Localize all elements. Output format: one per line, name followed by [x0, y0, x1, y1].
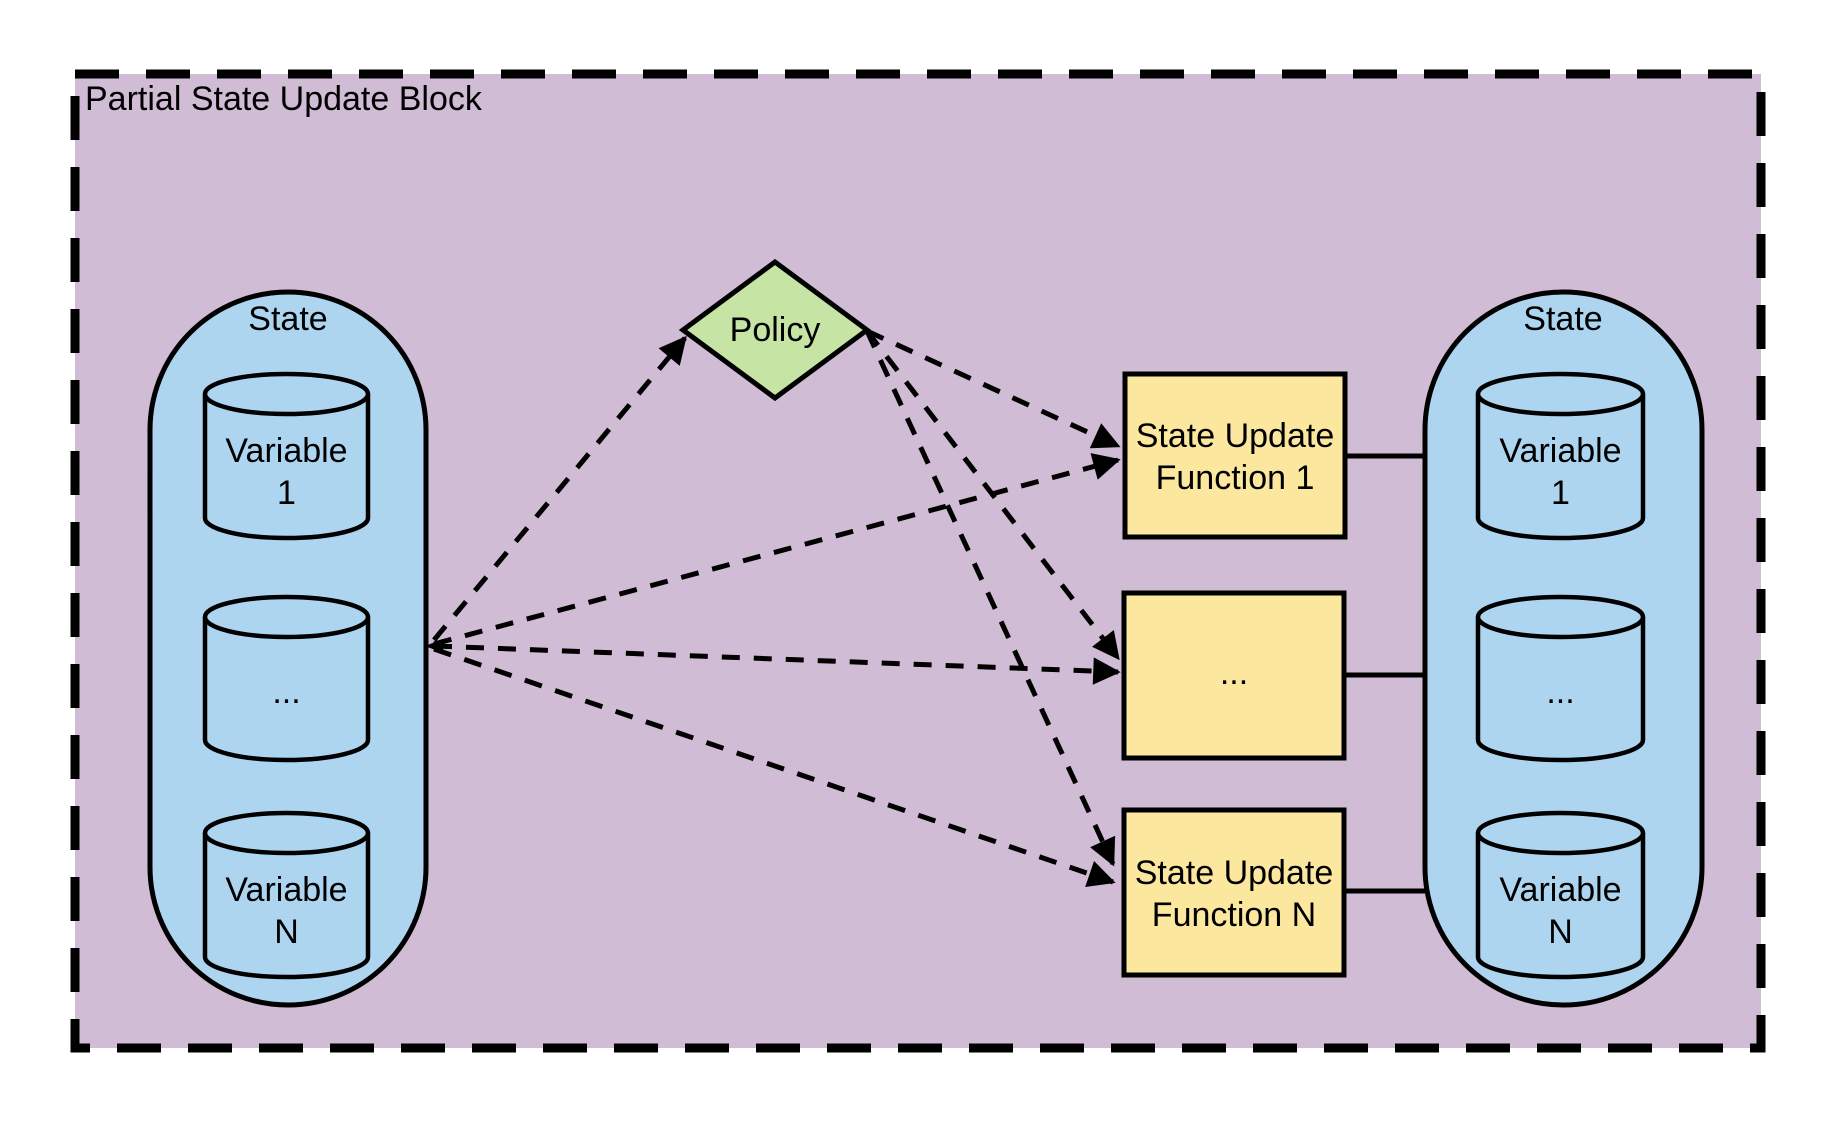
left-state-group: State Variable 1 ... Variable N	[147, 289, 429, 1008]
cylinder-top	[1475, 594, 1646, 640]
arrow-state-to-function-1	[433, 453, 1121, 647]
cylinder-body	[1475, 617, 1646, 763]
state-output-arrows	[425, 335, 1121, 887]
cylinder-body	[1475, 833, 1646, 980]
cylinder-body	[1475, 394, 1646, 541]
right-variable-n-cylinder: Variable N	[1475, 810, 1646, 980]
cylinder-body	[202, 617, 371, 763]
cylinder-body	[202, 833, 371, 980]
update-function-ellipsis-box	[1121, 590, 1347, 761]
cylinder-top	[202, 810, 371, 856]
arrow-policy-to-function-1	[865, 328, 1121, 449]
block-title: Partial State Update Block	[85, 80, 483, 118]
left-variable-n-cylinder: Variable N	[202, 810, 371, 980]
right-state-label: State	[1523, 300, 1602, 338]
cylinder-top	[1475, 810, 1646, 856]
right-state-group: State Variable 1 ... Variable N	[1422, 289, 1705, 1008]
cylinder-top	[1475, 371, 1646, 417]
update-function-1-box	[1122, 371, 1348, 540]
right-variable-1-cylinder: Variable 1	[1475, 371, 1646, 541]
update-function-1-group: State Update Function 1	[1122, 371, 1348, 540]
policy-label: Policy	[730, 311, 821, 349]
left-variable-n-label-line1: Variable	[225, 871, 347, 909]
right-variable-n-label-line2: N	[1548, 913, 1573, 951]
update-function-n-group: State Update Function N	[1121, 807, 1347, 978]
arrow-state-to-policy	[432, 335, 687, 642]
cylinder-top	[202, 371, 371, 417]
arrow-policy-to-function-ellipsis	[865, 329, 1120, 661]
update-function-1-label-line1: State Update	[1136, 417, 1334, 455]
update-function-n-label-line2: Function N	[1152, 896, 1316, 934]
update-function-n-label-line1: State Update	[1135, 854, 1333, 892]
right-variable-ellipsis-cylinder: ...	[1475, 594, 1646, 763]
left-state-label: State	[248, 300, 327, 338]
arrow-state-to-function-n	[433, 646, 1116, 887]
left-variable-1-cylinder: Variable 1	[202, 371, 371, 541]
update-function-1-label-line2: Function 1	[1156, 459, 1315, 497]
right-variable-n-label-line1: Variable	[1499, 871, 1621, 909]
left-variable-ellipsis-label: ...	[272, 673, 300, 711]
update-function-n-box	[1121, 807, 1347, 978]
left-variable-1-label-line1: Variable	[225, 432, 347, 470]
arrow-policy-to-function-n	[864, 329, 1116, 867]
cylinder-body	[202, 394, 371, 541]
right-variable-1-label-line2: 1	[1551, 474, 1570, 512]
left-variable-ellipsis-cylinder: ...	[202, 594, 371, 763]
left-variable-n-label-line2: N	[274, 913, 299, 951]
update-function-ellipsis-label: ...	[1220, 654, 1248, 692]
right-variable-1-label-line1: Variable	[1499, 432, 1621, 470]
right-variable-ellipsis-label: ...	[1546, 673, 1574, 711]
update-function-ellipsis-group: ...	[1121, 590, 1347, 761]
left-variable-1-label-line2: 1	[277, 474, 296, 512]
policy-group: Policy	[678, 258, 872, 402]
policy-diamond	[678, 258, 872, 402]
cylinder-top	[202, 594, 371, 640]
policy-output-arrows	[864, 328, 1121, 867]
